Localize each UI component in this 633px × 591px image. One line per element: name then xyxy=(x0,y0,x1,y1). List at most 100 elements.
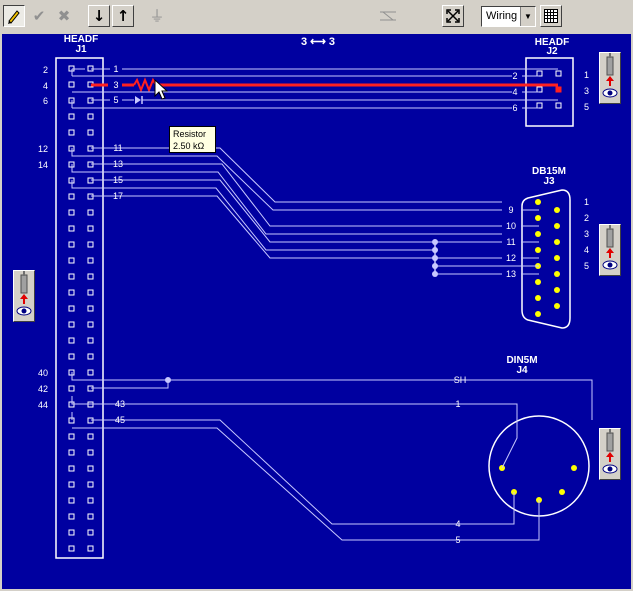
j3-pin[interactable] xyxy=(554,303,560,309)
tooltip-component-name: Resistor xyxy=(173,129,207,139)
j1-pin[interactable] xyxy=(68,209,75,216)
j1-pin[interactable] xyxy=(87,225,94,232)
j3-pin[interactable] xyxy=(535,279,541,285)
j1-pin[interactable] xyxy=(68,273,75,280)
j2-pin-label: 5 xyxy=(584,102,589,112)
wire-label: SH xyxy=(454,375,467,385)
j3-pin[interactable] xyxy=(554,207,560,213)
j2-ref-label: J2 xyxy=(546,46,558,57)
j1-pin[interactable] xyxy=(87,241,94,248)
plug-eye-icon xyxy=(602,53,618,98)
j1-pin[interactable] xyxy=(87,481,94,488)
j1-pin[interactable] xyxy=(68,353,75,360)
j3-pin[interactable] xyxy=(554,271,560,277)
j1-outline[interactable] xyxy=(55,57,104,559)
j1-pin[interactable] xyxy=(68,289,75,296)
crossover-button[interactable] xyxy=(377,5,399,27)
j1-pin[interactable] xyxy=(87,273,94,280)
j1-pin[interactable] xyxy=(87,529,94,536)
wire-label: 11 xyxy=(113,143,122,153)
wire-label: 13 xyxy=(113,159,123,169)
chevron-down-icon[interactable]: ▼ xyxy=(520,7,535,26)
j1-pin[interactable] xyxy=(87,369,94,376)
move-up-button[interactable]: ↑ xyxy=(112,5,134,27)
wire-label: 45 xyxy=(115,415,125,425)
j2-pin-label: 1 xyxy=(584,70,589,80)
pencil-icon xyxy=(8,10,20,24)
j1-pin[interactable] xyxy=(87,545,94,552)
wire-label: 11 xyxy=(506,237,515,247)
j1-pin[interactable] xyxy=(68,129,75,136)
j3-pin[interactable] xyxy=(535,199,541,205)
j4-ref-label: J4 xyxy=(516,365,528,376)
j1-pin[interactable] xyxy=(87,497,94,504)
j1-pin[interactable] xyxy=(68,81,75,88)
check-icon: ✔ xyxy=(32,6,46,25)
j3-view-toggle[interactable] xyxy=(599,224,621,276)
j1-pin[interactable] xyxy=(68,545,75,552)
j1-pin[interactable] xyxy=(87,513,94,520)
j3-pin[interactable] xyxy=(535,231,541,237)
j2-view-toggle[interactable] xyxy=(599,52,621,104)
accept-button[interactable]: ✔ xyxy=(28,5,50,27)
j3-pin[interactable] xyxy=(554,239,560,245)
j1-pin[interactable] xyxy=(87,449,94,456)
j3-outline[interactable] xyxy=(521,189,571,329)
wire-label: 6 xyxy=(512,103,517,113)
j3-pin[interactable] xyxy=(535,215,541,221)
j1-pin[interactable] xyxy=(87,433,94,440)
grid-button[interactable] xyxy=(540,5,562,27)
j1-pin[interactable] xyxy=(68,305,75,312)
j1-pin[interactable] xyxy=(68,433,75,440)
j1-pin[interactable] xyxy=(87,353,94,360)
j4-view-toggle[interactable] xyxy=(599,428,621,480)
j3-pin[interactable] xyxy=(554,287,560,293)
schematic-svg: 3 ⟷ 3 HEADF J1 2 4 6 12 14 40 42 44 HEAD… xyxy=(38,34,593,559)
j1-pin[interactable] xyxy=(68,513,75,520)
j1-pin[interactable] xyxy=(87,321,94,328)
j1-pin[interactable] xyxy=(87,289,94,296)
j1-pin[interactable] xyxy=(87,305,94,312)
j1-pin[interactable] xyxy=(68,385,75,392)
j1-view-toggle[interactable] xyxy=(13,270,35,322)
j1-pin[interactable] xyxy=(87,209,94,216)
j1-pin[interactable] xyxy=(87,129,94,136)
j1-pin[interactable] xyxy=(68,481,75,488)
move-down-button[interactable]: ↓ xyxy=(88,5,110,27)
j1-pin-label: 44 xyxy=(38,400,48,410)
j3-type-label: DB15M xyxy=(532,166,566,177)
j1-pin[interactable] xyxy=(68,321,75,328)
j1-pin[interactable] xyxy=(68,241,75,248)
j1-pin[interactable] xyxy=(87,113,94,120)
wiring-mode-select[interactable]: Wiring ▼ xyxy=(481,6,536,27)
wire-label: 1 xyxy=(455,399,460,409)
j1-pin[interactable] xyxy=(87,465,94,472)
j1-pin[interactable] xyxy=(68,257,75,264)
fit-view-button[interactable] xyxy=(442,5,464,27)
wire-label: 10 xyxy=(506,221,516,231)
j1-pin[interactable] xyxy=(68,193,75,200)
schematic-canvas[interactable]: 3 ⟷ 3 HEADF J1 2 4 6 12 14 40 42 44 HEAD… xyxy=(2,34,631,589)
j1-pin[interactable] xyxy=(68,529,75,536)
j3-pin[interactable] xyxy=(535,311,541,317)
j3-pin[interactable] xyxy=(535,295,541,301)
j1-pin-label: 12 xyxy=(38,144,48,154)
j1-pin[interactable] xyxy=(87,257,94,264)
j1-pin[interactable] xyxy=(68,225,75,232)
j1-pin[interactable] xyxy=(68,497,75,504)
j1-pin[interactable] xyxy=(87,337,94,344)
j1-pin[interactable] xyxy=(68,449,75,456)
cancel-button[interactable]: ✖ xyxy=(53,5,75,27)
j3-pin[interactable] xyxy=(554,223,560,229)
j1-pin[interactable] xyxy=(68,465,75,472)
plug-button[interactable]: ⏚ xyxy=(146,5,168,27)
j4-pin[interactable] xyxy=(559,489,565,495)
j3-pin[interactable] xyxy=(554,255,560,261)
j1-pin[interactable] xyxy=(68,113,75,120)
j2-type-label: HEADF xyxy=(535,37,569,48)
j1-pin[interactable] xyxy=(68,337,75,344)
j3-pin[interactable] xyxy=(535,247,541,253)
j4-pin[interactable] xyxy=(571,465,577,471)
pencil-tool-button[interactable] xyxy=(3,5,25,27)
cross-icon: ✖ xyxy=(57,6,71,25)
